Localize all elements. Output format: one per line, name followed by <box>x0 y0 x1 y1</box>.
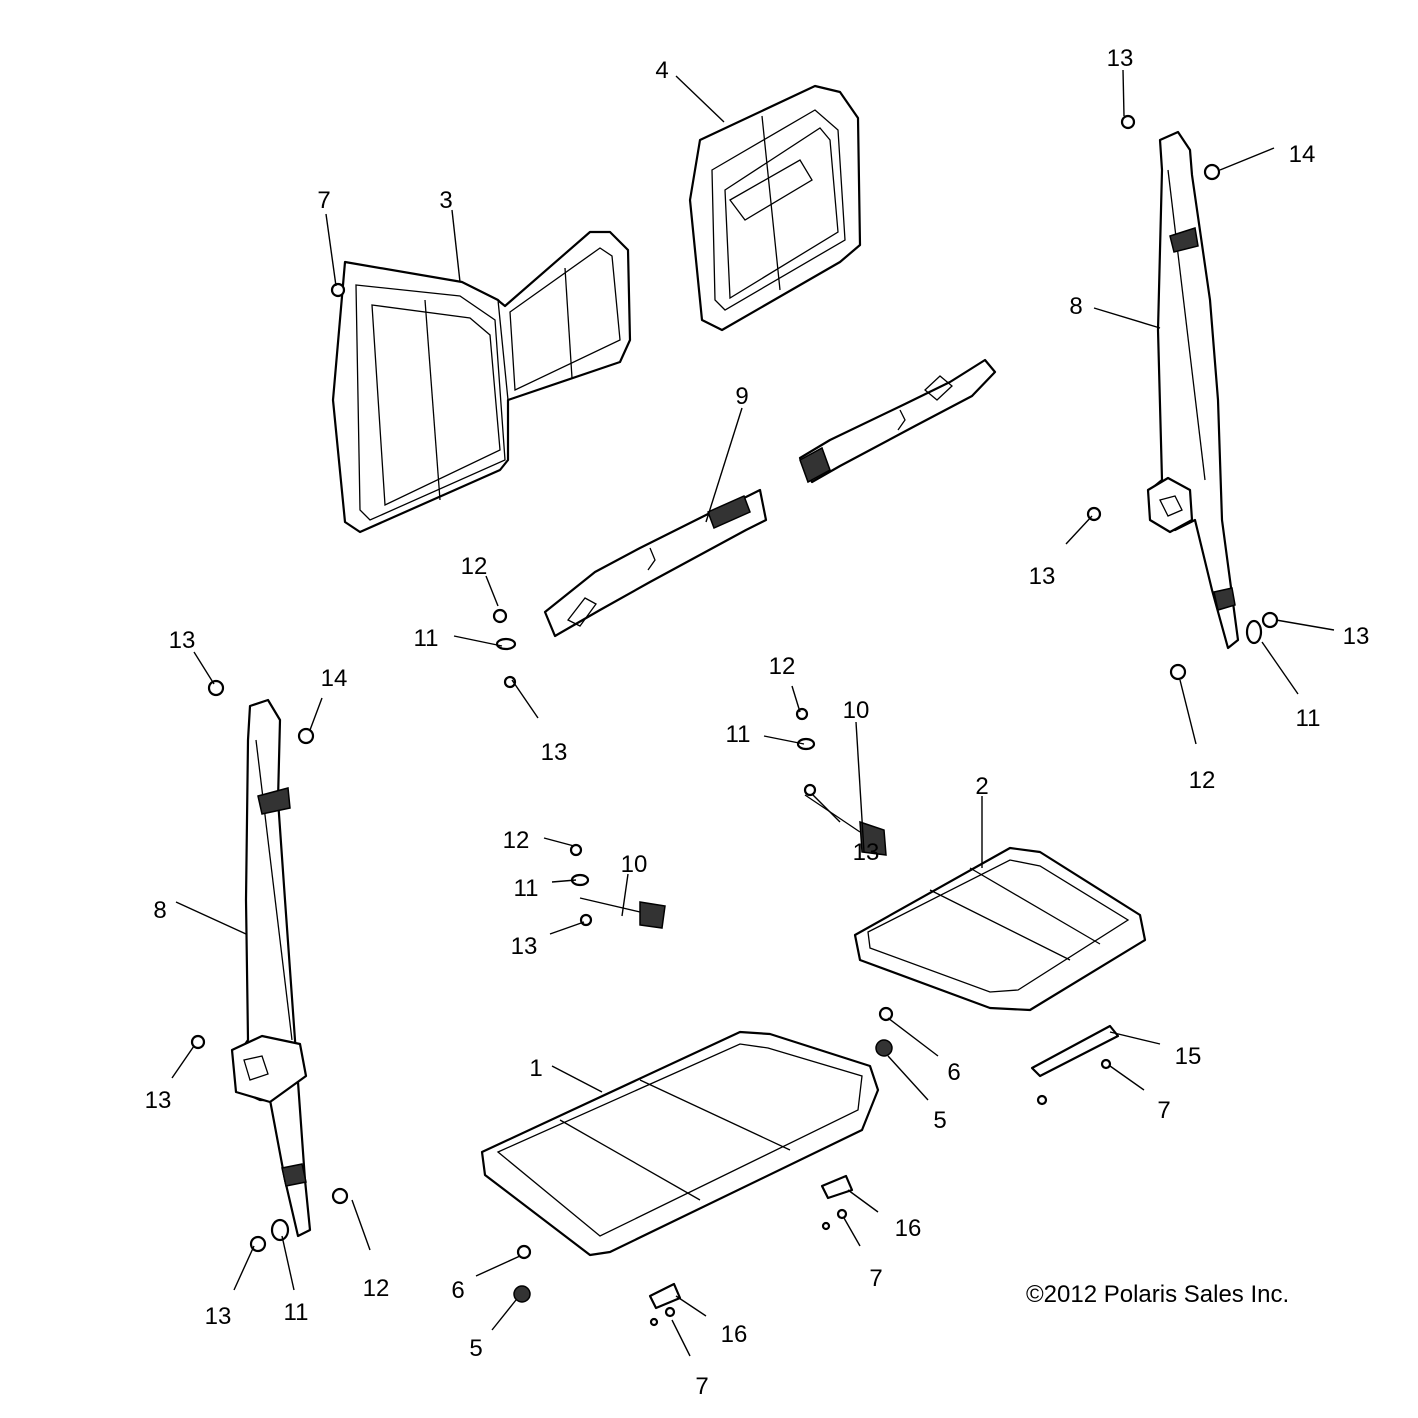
callout-c5a: 5 <box>933 1107 946 1134</box>
leader-line-c13f <box>811 793 841 823</box>
leader-line-c5a <box>887 1055 929 1101</box>
leader-line-c11b <box>453 635 503 647</box>
leader-line-c14a <box>1219 147 1275 171</box>
leader-line-c8a <box>1093 307 1161 329</box>
callout-c13f: 13 <box>853 839 880 866</box>
callout-c4: 4 <box>655 57 668 84</box>
callout-c12c: 12 <box>769 653 796 680</box>
shoulder-belt-left <box>230 698 312 1238</box>
clip-upper <box>820 1174 854 1200</box>
callout-c6a: 6 <box>947 1059 960 1086</box>
seat-back-split <box>331 230 632 534</box>
callout-c13h: 13 <box>145 1087 172 1114</box>
leader-line-c7b <box>1109 1065 1145 1091</box>
callout-c9: 9 <box>735 383 748 410</box>
leader-line-c8b <box>175 901 247 935</box>
callout-c1: 1 <box>529 1055 542 1082</box>
callout-c11e: 11 <box>284 1299 309 1326</box>
leader-line-c16b <box>675 1295 707 1317</box>
leader-line-c1 <box>551 1065 603 1093</box>
callout-c12e: 12 <box>363 1275 390 1302</box>
callout-c10a: 10 <box>843 697 870 724</box>
leader-line-c12b <box>485 575 499 607</box>
callout-c5b: 5 <box>469 1335 482 1362</box>
leader-line-c4 <box>675 75 725 123</box>
callout-c11b: 11 <box>414 625 439 652</box>
leader-line-c10a <box>855 721 865 853</box>
clip-lower <box>648 1282 682 1310</box>
seat-bottom-right <box>853 846 1147 1012</box>
leader-line-c11d <box>551 879 577 883</box>
callout-c16b: 16 <box>721 1321 748 1348</box>
callout-c13i: 13 <box>205 1303 232 1330</box>
callout-c7c: 7 <box>869 1265 882 1292</box>
copyright-text: ©2012 Polaris Sales Inc. <box>1026 1281 1289 1308</box>
leader-line-c9 <box>705 407 743 523</box>
callout-c15: 15 <box>1175 1043 1202 1070</box>
callout-c13c: 13 <box>1343 623 1370 650</box>
callout-c11a: 11 <box>1296 705 1321 732</box>
leader-line-c11a <box>1261 641 1299 695</box>
leader-line-c13d <box>511 679 539 719</box>
callout-c7a: 7 <box>317 187 330 214</box>
leader-line-c7c <box>843 1217 861 1247</box>
leader-line-c6b <box>475 1255 521 1277</box>
buckle-lower <box>579 897 666 929</box>
leader-line-c11c <box>763 735 805 745</box>
leader-line-c12a <box>1179 679 1197 745</box>
callout-c2: 2 <box>975 773 988 800</box>
callout-c12a: 12 <box>1189 767 1216 794</box>
callout-c7d: 7 <box>695 1373 708 1400</box>
callout-c10b: 10 <box>621 851 648 878</box>
callout-c8a: 8 <box>1069 293 1082 320</box>
seat-back-center <box>688 84 862 332</box>
leader-line-c13c <box>1275 619 1335 631</box>
callout-c13a: 13 <box>1107 45 1134 72</box>
callout-c12b: 12 <box>461 553 488 580</box>
leader-line-c13h <box>171 1045 195 1079</box>
callout-c11c: 11 <box>726 721 751 748</box>
callout-c14b: 14 <box>321 665 348 692</box>
leader-line-c13i <box>233 1245 255 1291</box>
callout-c14a: 14 <box>1289 141 1316 168</box>
callout-c11d: 11 <box>514 875 539 902</box>
callout-c13g: 13 <box>511 933 538 960</box>
leader-line-c7d <box>671 1319 691 1357</box>
lap-belt <box>543 358 997 638</box>
callout-c6b: 6 <box>451 1277 464 1304</box>
leader-line-c12e <box>351 1199 371 1251</box>
leader-line-c13a <box>1122 69 1125 117</box>
callout-c7b: 7 <box>1157 1097 1170 1124</box>
leader-line-c3 <box>451 209 461 283</box>
callout-c13d: 13 <box>541 739 568 766</box>
leader-line-c14b <box>309 697 323 731</box>
shoulder-belt-right <box>1146 130 1240 650</box>
leader-line-c5b <box>491 1299 517 1331</box>
leader-line-c13g <box>549 921 585 935</box>
leader-line-c11e <box>281 1235 295 1291</box>
callout-labels: 4 3 7 13 14 8 9 13 13 11 12 12 11 13 13 14 8 12 10 11 13 2 12 1… <box>145 45 1370 1400</box>
buckle-upper <box>804 794 887 856</box>
leader-line-c6a <box>887 1017 939 1057</box>
seat-bottom-left <box>480 1030 880 1257</box>
callout-c13b: 13 <box>1029 563 1056 590</box>
callout-c3: 3 <box>439 187 452 214</box>
leader-line-c10b <box>621 873 629 917</box>
leader-line-c7a <box>325 213 337 287</box>
callout-c16a: 16 <box>895 1215 922 1242</box>
leader-line-c12d <box>543 837 575 847</box>
leader-line-c12c <box>791 685 801 713</box>
callout-c13e: 13 <box>169 627 196 654</box>
callout-c8b: 8 <box>153 897 166 924</box>
callout-c12d: 12 <box>503 827 530 854</box>
mounting-bracket <box>1030 1024 1120 1078</box>
leader-line-c13e <box>193 651 215 685</box>
leader-line-c16a <box>847 1189 879 1213</box>
leader-line-c13b <box>1065 515 1093 545</box>
leader-line-c15 <box>1109 1031 1161 1045</box>
